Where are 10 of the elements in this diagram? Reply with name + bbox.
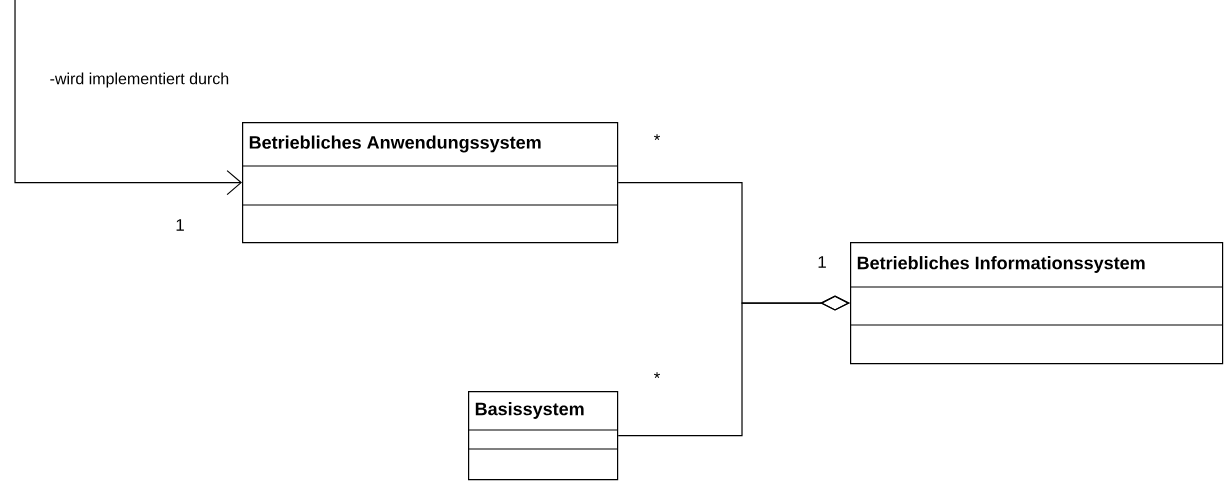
multiplicity-label: * (653, 134, 661, 141)
class-box: Betriebliches Informationssystem (849, 242, 1224, 365)
multiplicity-label: 1 (176, 219, 184, 231)
association-line (14, 0, 242, 196)
association-line (617, 295, 850, 437)
class-box: Betriebliches Anwendungssystem (241, 122, 619, 244)
class-box: Basissystem (467, 391, 619, 481)
edge-label: -wird implementiert durch (48, 71, 231, 89)
multiplicity-label: 1 (818, 256, 826, 268)
multiplicity-label: * (653, 372, 661, 379)
